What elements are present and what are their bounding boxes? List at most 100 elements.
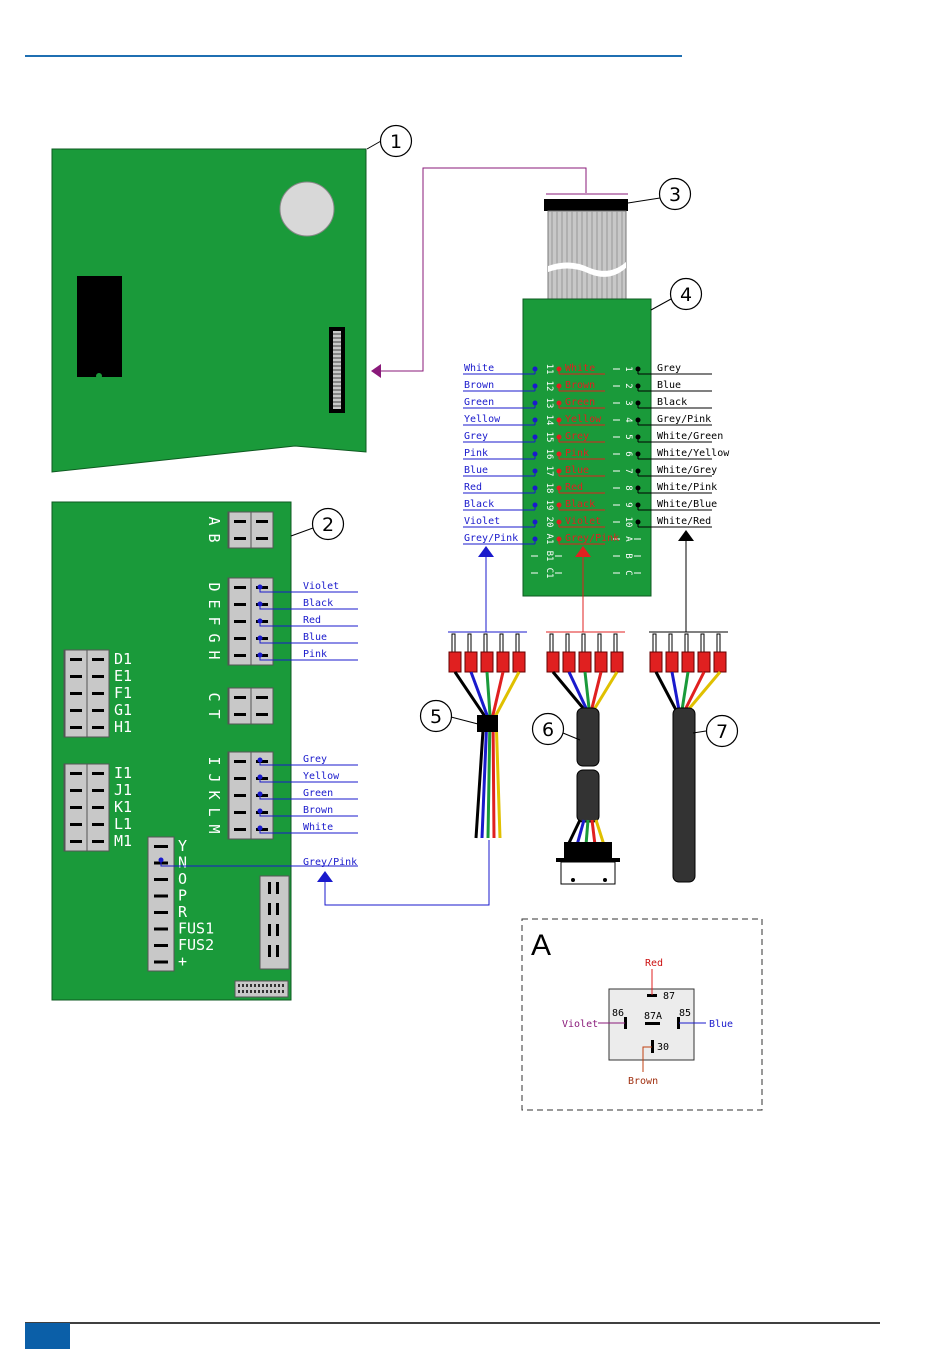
connector-slot: [256, 713, 268, 716]
pin-letter: M: [205, 824, 223, 833]
relay-pin-30: 30: [657, 1042, 669, 1053]
connector-slot: [70, 789, 82, 792]
header-pin: [262, 984, 264, 987]
board-2-small-header: [234, 980, 289, 998]
pin-number-right: A: [623, 536, 633, 542]
cable-7-plug: [649, 631, 728, 673]
footer-block: [25, 1323, 70, 1349]
pin-label: L1: [114, 815, 132, 833]
board-1-header-connector: [329, 327, 345, 413]
plug-terminal: [480, 651, 494, 673]
plug-pin: [565, 633, 570, 653]
pin-letter: I: [205, 756, 223, 765]
wire-label: Green: [303, 788, 333, 799]
callout-leader: [650, 298, 672, 311]
connector-slot: [154, 944, 168, 947]
wire-line: [259, 587, 358, 593]
connector-slot: [234, 603, 246, 606]
connector-slot: [70, 709, 82, 712]
detail-a: A 87 86 87A 85 30 Red Violet Blue Brown: [521, 918, 763, 1111]
pin-label: FUS2: [178, 936, 214, 954]
connector-slot: [70, 823, 82, 826]
plug-terminal: [649, 651, 663, 673]
connector-slot: [70, 806, 82, 809]
wire-label-right: White/Green: [657, 431, 723, 442]
wire-label-mid: Grey/Pink: [565, 533, 619, 544]
pin-label: R: [178, 903, 188, 921]
cable-6-wire: [590, 671, 603, 709]
wire-line: [259, 638, 358, 644]
pin-label: O: [178, 870, 187, 888]
callout-leader: [692, 730, 707, 734]
pin-number-right: 9: [623, 502, 633, 507]
wire-label: White: [303, 822, 333, 833]
connector-slot: [92, 789, 104, 792]
connector-slot: [234, 520, 246, 523]
callout-circle: [669, 277, 703, 311]
connector-slot: [92, 772, 104, 775]
pin-label: +: [178, 953, 187, 971]
callout-leader: [290, 527, 314, 537]
wire-label-left: White: [464, 363, 494, 374]
plug-terminal: [594, 651, 608, 673]
connector-slot: [256, 537, 268, 540]
pin-number-right: 2: [623, 383, 633, 388]
cable-6-wire: [566, 819, 582, 846]
wire-line: [259, 794, 358, 800]
connector-slot: [92, 840, 104, 843]
fuse-slot: [268, 924, 271, 936]
pin-label: I1: [114, 764, 132, 782]
relay-pin-87a: 87A: [644, 1011, 662, 1022]
pin-number-left: C1: [544, 568, 554, 579]
connector-slot: [92, 726, 104, 729]
arrow-up-icon: [575, 546, 591, 557]
connector-slot: [234, 586, 246, 589]
plug-pin: [549, 633, 554, 653]
wire-label-mid: Red: [565, 482, 583, 493]
plug-pin: [581, 633, 586, 653]
wire-label-right: Blue: [657, 380, 681, 391]
connector-slot: [234, 777, 246, 780]
wire-label-left: Blue: [464, 465, 488, 476]
plug-body: [564, 842, 612, 858]
wire-label-right: White/Yellow: [657, 448, 730, 459]
ribbon-link-line: [380, 167, 587, 372]
pin-label: G1: [114, 701, 132, 719]
callout-number: 2: [322, 514, 334, 536]
connector-slot: [234, 654, 246, 657]
connector-slot: [154, 960, 168, 964]
cable-7-wire: [670, 671, 681, 711]
connector-slot: [234, 620, 246, 623]
wire-label-left: Grey/Pink: [464, 533, 518, 544]
connector-slot: [154, 845, 168, 848]
wire-label-right: Grey: [657, 363, 681, 374]
arrow-up-icon: [678, 530, 694, 541]
wire-line: [259, 604, 358, 610]
pin-letter: K: [205, 790, 223, 799]
plug-pin: [613, 633, 618, 653]
cable-5-wire: [494, 671, 521, 839]
header-pin: [246, 984, 248, 987]
wire-label-right: White/Red: [657, 516, 711, 527]
cable-5-plug: [448, 631, 527, 673]
relay-wire-red: Red: [645, 958, 663, 969]
pin-number-right: C: [623, 570, 633, 575]
wire-label-mid: Green: [565, 397, 595, 408]
plug-pin: [716, 633, 721, 653]
callout-circle: [419, 699, 453, 733]
plug-terminal: [697, 651, 711, 673]
board-1: [51, 148, 367, 473]
header-pin: [262, 990, 264, 993]
wire-label-right: White/Blue: [657, 499, 717, 510]
relay-pin-87: 87: [663, 991, 675, 1002]
header-pin: [266, 984, 268, 987]
pin-label: D1: [114, 650, 132, 668]
cable-7-wire: [680, 671, 690, 711]
wire-label: Grey: [303, 754, 327, 765]
fuse-slot: [276, 882, 279, 894]
pin-number-right: 10: [623, 517, 633, 528]
pin-number-right: 4: [623, 417, 633, 422]
